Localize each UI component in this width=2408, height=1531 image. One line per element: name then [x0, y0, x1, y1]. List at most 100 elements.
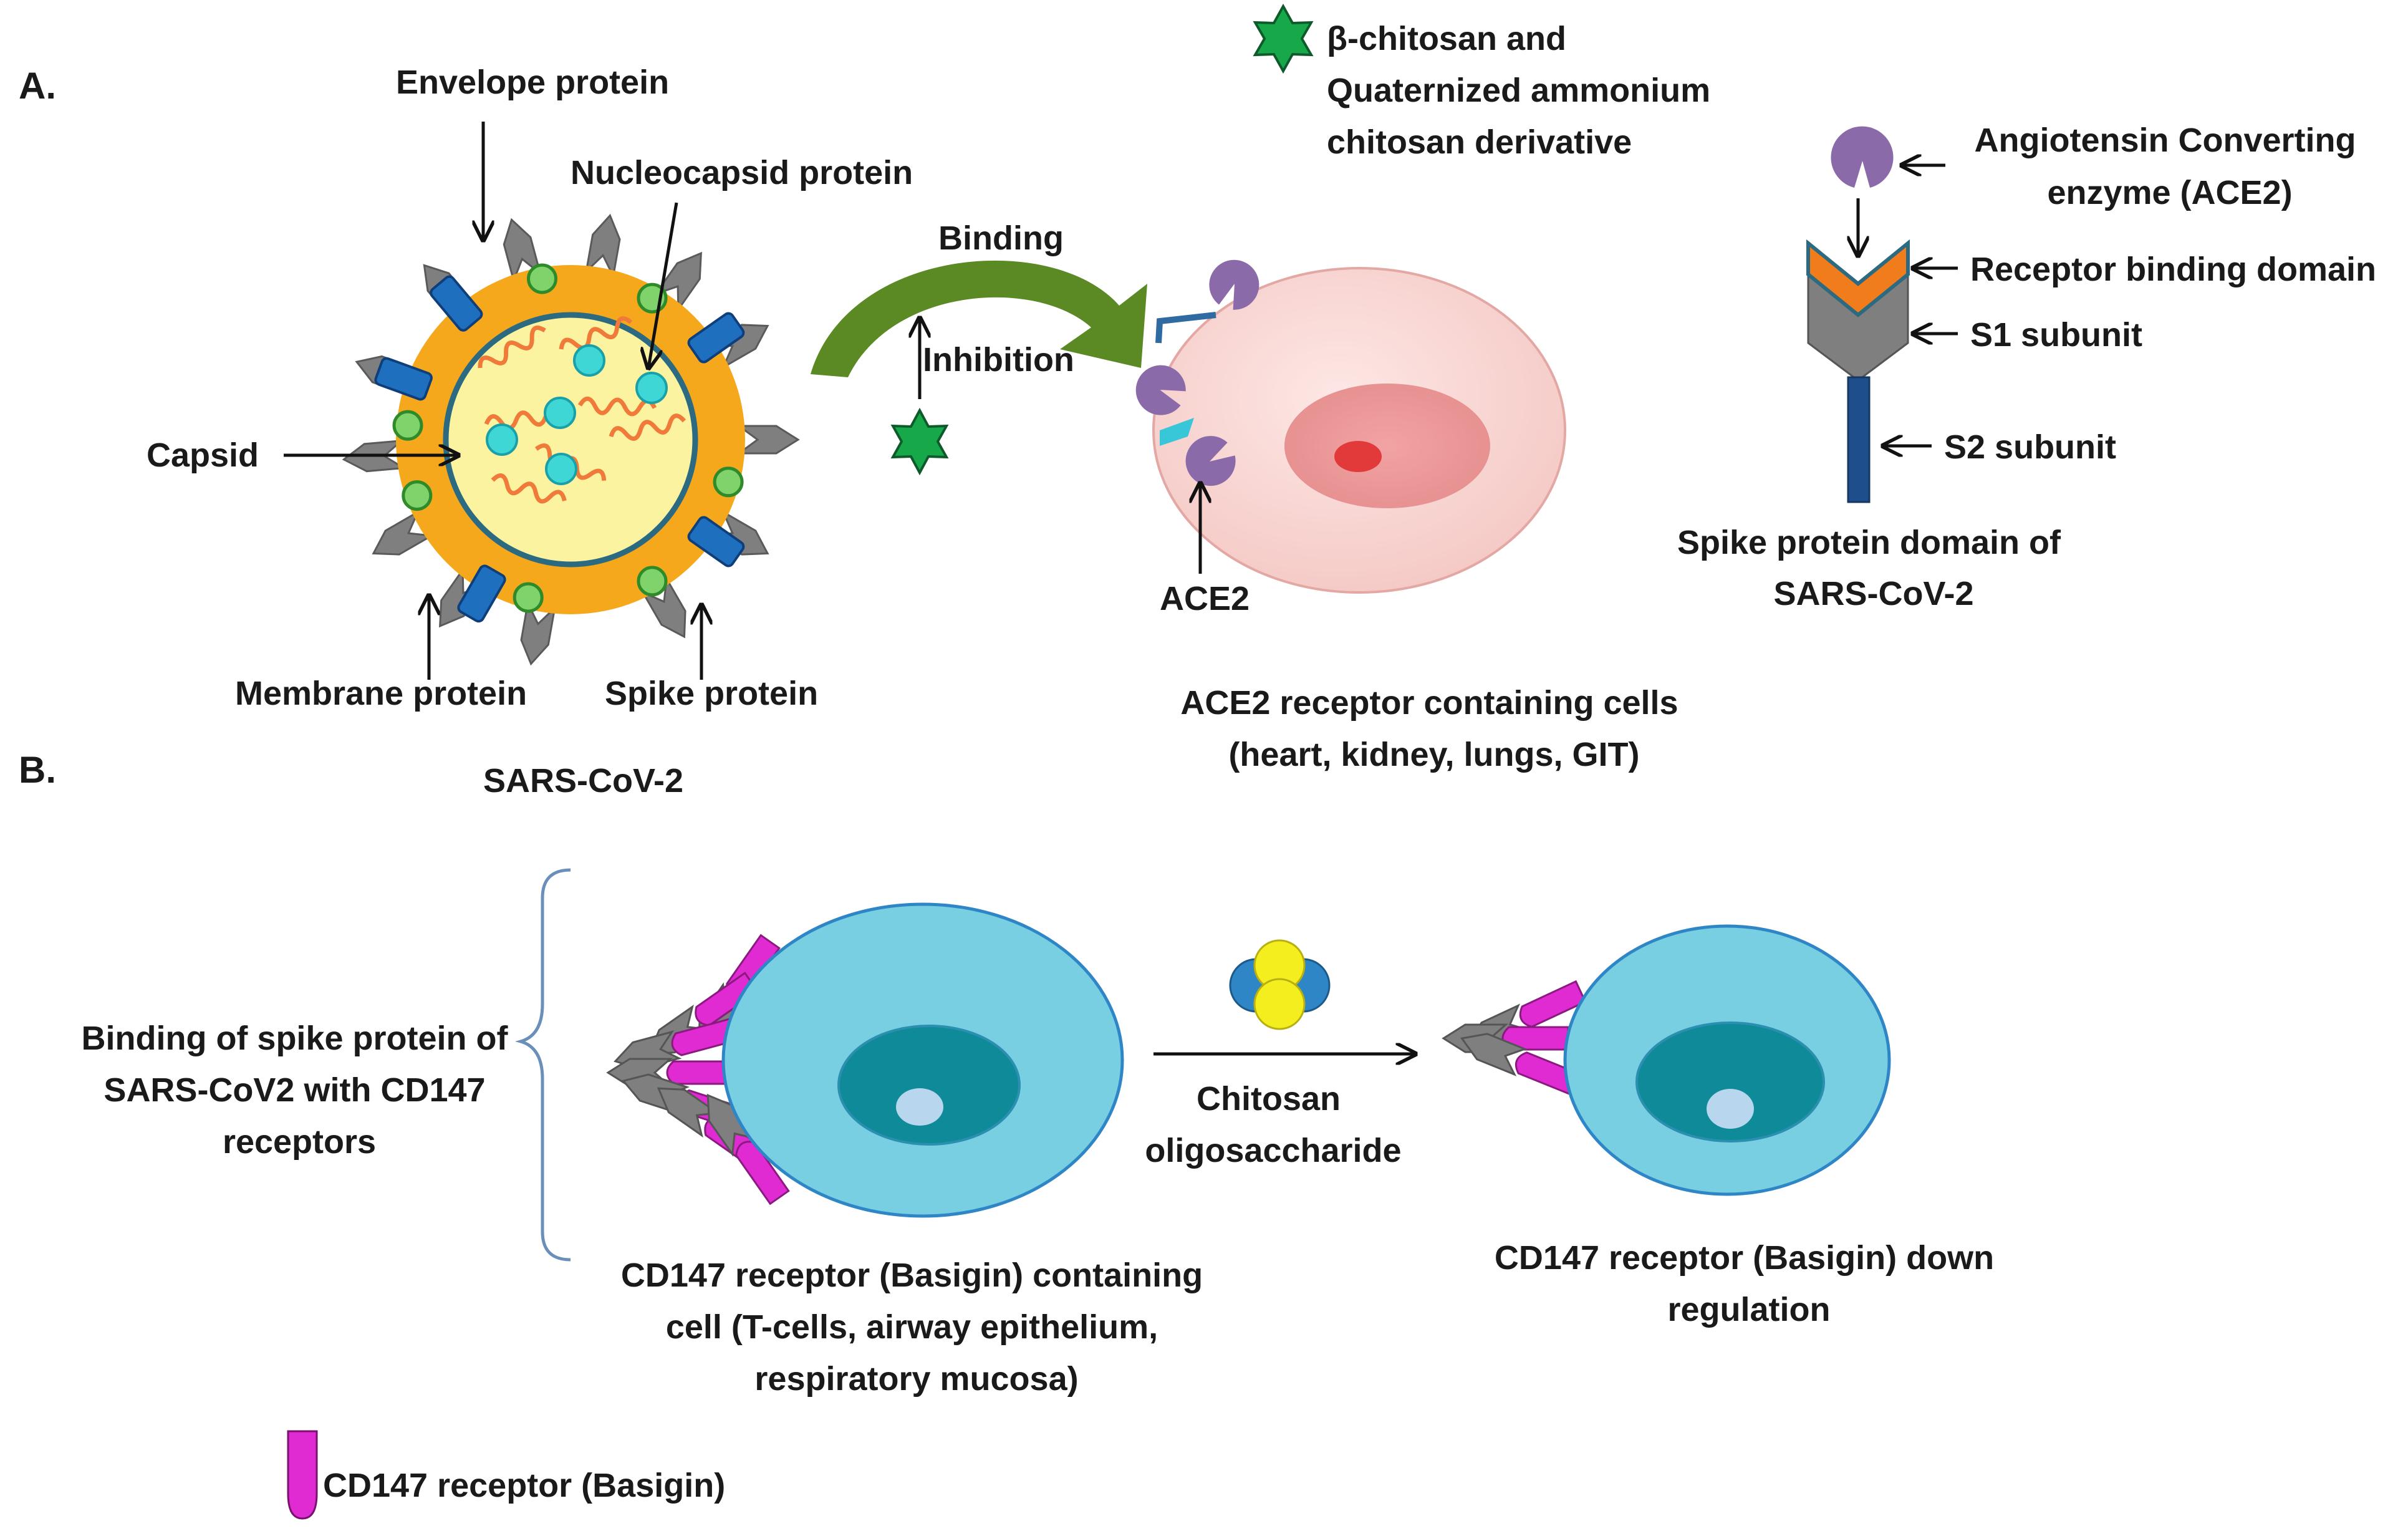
spike-icon	[640, 576, 686, 639]
s2-label: S2 subunit	[1944, 428, 2116, 466]
ace2-receptors	[1135, 259, 1259, 486]
membrane-protein-icon	[430, 275, 483, 332]
receptor-binding-domain-shape	[1806, 239, 1910, 317]
rna-strand	[559, 316, 633, 350]
treatment-label-line-1: Chitosan	[1197, 1080, 1341, 1118]
nucleocapsid-dot	[635, 372, 668, 404]
sars-cov-2-virus	[342, 213, 800, 666]
cd147-reduced-spikes	[1442, 980, 1587, 1097]
treatment-label-line-2: oligosaccharide	[1145, 1132, 1401, 1169]
cd147-downregulated-cell-nucleus	[1635, 1021, 1825, 1142]
capsid	[443, 312, 698, 567]
inhibitor-legend-text: β-chitosan and Quaternized ammonium chit…	[1327, 20, 1720, 161]
bracket	[514, 868, 571, 1262]
spike-domain-diagram	[1806, 126, 1910, 503]
membrane-protein-icon	[374, 357, 433, 401]
binding-label: Binding	[938, 220, 1064, 257]
virus-title: SARS-CoV-2	[483, 762, 683, 799]
ace2-receptor-cell	[1135, 259, 1566, 594]
inhibition-label: Inhibition	[923, 341, 1074, 379]
inhibitor-legend-line-3: chitosan derivative	[1327, 123, 1632, 161]
envelope-protein-dot	[513, 582, 544, 613]
spike-domain-caption-line-2: SARS-CoV-2	[1773, 575, 1973, 612]
envelope-protein-dot	[637, 566, 668, 597]
ace2-cells-caption-line-1: ACE2 receptor containing cells	[1180, 684, 1678, 722]
cd147-cell	[606, 902, 1124, 1218]
spike-icon	[657, 1087, 720, 1138]
membrane-protein-icon	[457, 564, 506, 623]
s2-subunit-shape	[1847, 376, 1871, 503]
ace2-receptor-icon	[1185, 436, 1236, 486]
s1-label: S1 subunit	[1970, 316, 2142, 354]
ace2-cell-nucleus	[1284, 384, 1490, 508]
nucleocapsid-dot	[544, 397, 576, 429]
cd147-cell-nucleolus	[896, 1088, 943, 1126]
envelope-proteins	[392, 263, 744, 613]
section-a-label: A.	[19, 65, 56, 107]
cd147-receptor-legend-icon	[287, 1430, 318, 1520]
nucleocapsid-proteins	[486, 344, 668, 485]
rna-strand	[577, 396, 657, 417]
spike-icon	[372, 510, 435, 556]
cd147-cell-nucleus	[837, 1025, 1021, 1146]
ace2-cell-receptor-bracket	[1155, 312, 1216, 344]
ace2-label: ACE2	[1160, 580, 1250, 617]
spike-icon	[1460, 1033, 1528, 1076]
spike-icon	[736, 425, 800, 455]
membrane-protein-icon	[687, 312, 745, 364]
ace2-cells-caption-line-2: (heart, kidney, lungs, GIT)	[1228, 736, 1639, 773]
treatment-label: Chitosan oligosaccharide	[1145, 1080, 1401, 1169]
membrane-protein-icon	[687, 516, 745, 567]
ace2-enzyme-icon	[1831, 126, 1894, 188]
cell1-caption-line-2: cell (T-cells, airway epithelium,	[666, 1308, 1158, 1346]
ace2-cell-nucleolus	[1334, 441, 1382, 472]
cd147-downregulated-cell	[1442, 924, 1891, 1196]
cd147-receptor-icon	[1515, 1051, 1583, 1097]
ace2-enzyme-label-line-2: enzyme (ACE2)	[2047, 174, 2292, 211]
nucleocapsid-dot	[573, 344, 605, 377]
cell1-caption-line-1: CD147 receptor (Basigin) containing	[621, 1257, 1203, 1294]
spike-domain-caption: Spike protein domain of SARS-CoV-2	[1677, 524, 2070, 612]
nucleocapsid-protein-label: Nucleocapsid protein	[571, 154, 913, 191]
binding-description-line-1: Binding of spike protein of	[82, 1020, 509, 1057]
spike-domain-caption-line-1: Spike protein domain of	[1677, 524, 2061, 561]
cd147-receptor-icon	[671, 1017, 740, 1056]
cd147-downregulated-cell-nucleolus	[1707, 1089, 1754, 1129]
ace2-enzyme-label: Angiotensin Converting enzyme (ACE2)	[1975, 122, 2366, 211]
membrane-protein-label: Membrane protein	[235, 675, 527, 712]
spike-protein-label: Spike protein	[605, 675, 818, 712]
rbd-label: Receptor binding domain	[1970, 251, 2376, 288]
ace2-enzyme-label-line-1: Angiotensin Converting	[1975, 122, 2356, 159]
spike-icon	[503, 218, 542, 284]
cd147-receptor-legend-label: CD147 receptor (Basigin)	[323, 1467, 725, 1504]
binding-description-line-3: receptors	[223, 1123, 376, 1161]
cell2-caption: CD147 receptor (Basigin) down regulation	[1495, 1239, 2003, 1328]
binding-description: Binding of spike protein of SARS-CoV2 wi…	[82, 1020, 518, 1161]
envelope-protein-dot	[392, 410, 423, 441]
ace2-cells-caption: ACE2 receptor containing cells (heart, k…	[1180, 684, 1687, 773]
envelope-protein-dot	[713, 466, 744, 498]
chitosan-oligosaccharide-icon	[1229, 939, 1331, 1030]
inhibitor-legend-star-icon	[1253, 3, 1314, 74]
membrane-proteins	[374, 275, 745, 623]
cell1-caption-line-3: respiratory mucosa)	[754, 1360, 1078, 1398]
envelope-protein-dot	[402, 480, 433, 511]
cd147-bound-spikes	[606, 934, 790, 1205]
rna-strand	[609, 413, 686, 441]
inhibitor-legend-line-1: β-chitosan and	[1327, 20, 1566, 57]
spike-icon	[520, 600, 557, 666]
spike-icon	[653, 251, 702, 313]
cell2-caption-line-1: CD147 receptor (Basigin) down	[1495, 1239, 1994, 1277]
cell1-caption: CD147 receptor (Basigin) containing cell…	[621, 1257, 1212, 1398]
inhibitor-legend-line-2: Quaternized ammonium	[1327, 72, 1710, 109]
cell2-caption-line-2: regulation	[1667, 1291, 1830, 1328]
binding-description-line-2: SARS-CoV2 with CD147	[104, 1071, 485, 1109]
section-b-label: B.	[19, 749, 56, 791]
ace2-cell-cyan-receptor	[1160, 418, 1194, 446]
envelope-protein-dot	[527, 263, 558, 294]
nucleocapsid-dot	[545, 453, 577, 485]
ace2-receptor-icon	[1135, 365, 1186, 415]
binding-arrow	[811, 260, 1147, 377]
envelope-protein-label: Envelope protein	[396, 64, 669, 101]
nucleocapsid-dot	[486, 423, 518, 456]
